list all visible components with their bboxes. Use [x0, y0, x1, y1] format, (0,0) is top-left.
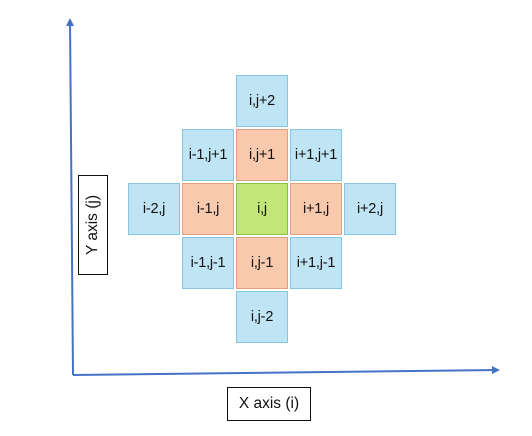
- cell-i-j-plus-2: i,j+2: [236, 75, 288, 127]
- cell-i-minus-1-j-minus-1: i-1,j-1: [182, 237, 234, 289]
- cell-i-j-plus-1: i,j+1: [236, 129, 288, 181]
- cell-i-plus-1-j-plus-1: i+1,j+1: [290, 129, 342, 181]
- y-axis: [66, 18, 75, 376]
- cell-i-plus-2-j: i+2,j: [344, 183, 396, 235]
- cell-i-minus-1-j: i-1,j: [182, 183, 234, 235]
- cell-i-plus-1-j-minus-1: i+1,j-1: [290, 237, 342, 289]
- x-axis: [72, 366, 500, 376]
- cell-i-plus-1-j: i+1,j: [290, 183, 342, 235]
- x-axis-label: X axis (i): [227, 387, 311, 421]
- cell-i-minus-1-j-plus-1: i-1,j+1: [182, 129, 234, 181]
- cell-i-j-minus-1: i,j-1: [236, 237, 288, 289]
- cell-i-j: i,j: [236, 183, 288, 235]
- cell-i-j-minus-2: i,j-2: [236, 291, 288, 343]
- cell-i-minus-2-j: i-2,j: [128, 183, 180, 235]
- y-axis-label: Y axis (j): [78, 175, 108, 275]
